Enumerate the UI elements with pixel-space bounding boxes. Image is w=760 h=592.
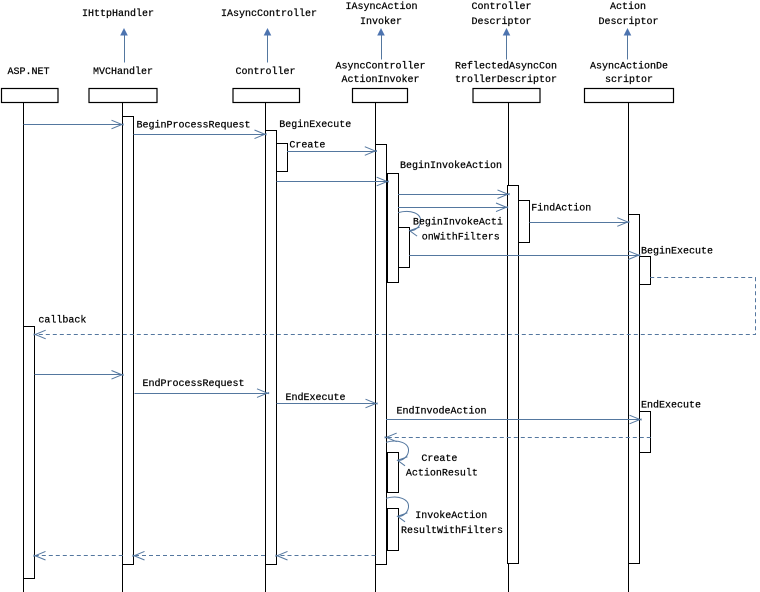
svg-text:onWithFilters: onWithFilters [422, 231, 500, 243]
svg-text:ReflectedAsyncCon: ReflectedAsyncCon [455, 61, 557, 73]
svg-text:IAsyncController: IAsyncController [221, 8, 317, 20]
svg-text:BeginExecute: BeginExecute [279, 119, 351, 131]
svg-text:EndProcessRequest: EndProcessRequest [143, 378, 245, 390]
svg-text:BeginProcessRequest: BeginProcessRequest [137, 119, 251, 131]
svg-text:EndInvodeAction: EndInvodeAction [397, 406, 487, 418]
svg-text:IHttpHandler: IHttpHandler [82, 8, 154, 20]
svg-text:IAsyncAction: IAsyncAction [346, 1, 418, 13]
svg-text:BeginExecute: BeginExecute [641, 246, 713, 258]
svg-text:InvokeAction: InvokeAction [415, 510, 487, 522]
svg-text:Action: Action [610, 1, 646, 13]
svg-text:Create: Create [421, 454, 457, 465]
svg-text:MVCHandler: MVCHandler [93, 66, 153, 78]
svg-text:ResultWithFilters: ResultWithFilters [401, 525, 503, 537]
svg-text:ActionInvoker: ActionInvoker [342, 74, 420, 86]
svg-text:Invoker: Invoker [360, 16, 402, 28]
svg-text:AsyncController: AsyncController [336, 61, 426, 73]
svg-text:Descriptor: Descriptor [599, 16, 659, 28]
svg-text:callback: callback [38, 315, 86, 327]
svg-text:Controller: Controller [472, 1, 532, 13]
svg-text:BeginInvokeAction: BeginInvokeAction [400, 160, 502, 172]
svg-text:AsyncActionDe: AsyncActionDe [590, 61, 668, 73]
svg-text:Create: Create [289, 141, 325, 152]
svg-text:scriptor: scriptor [605, 74, 653, 86]
svg-text:ASP.NET: ASP.NET [8, 67, 50, 78]
svg-text:trollerDescriptor: trollerDescriptor [455, 74, 557, 86]
svg-text:ActionResult: ActionResult [406, 468, 478, 480]
svg-text:FindAction: FindAction [531, 203, 591, 215]
svg-text:EndExecute: EndExecute [641, 400, 701, 412]
svg-text:Controller: Controller [236, 66, 296, 78]
svg-text:BeginInvokeActi: BeginInvokeActi [413, 217, 503, 229]
svg-text:Descriptor: Descriptor [472, 16, 532, 28]
svg-text:EndExecute: EndExecute [286, 392, 346, 404]
